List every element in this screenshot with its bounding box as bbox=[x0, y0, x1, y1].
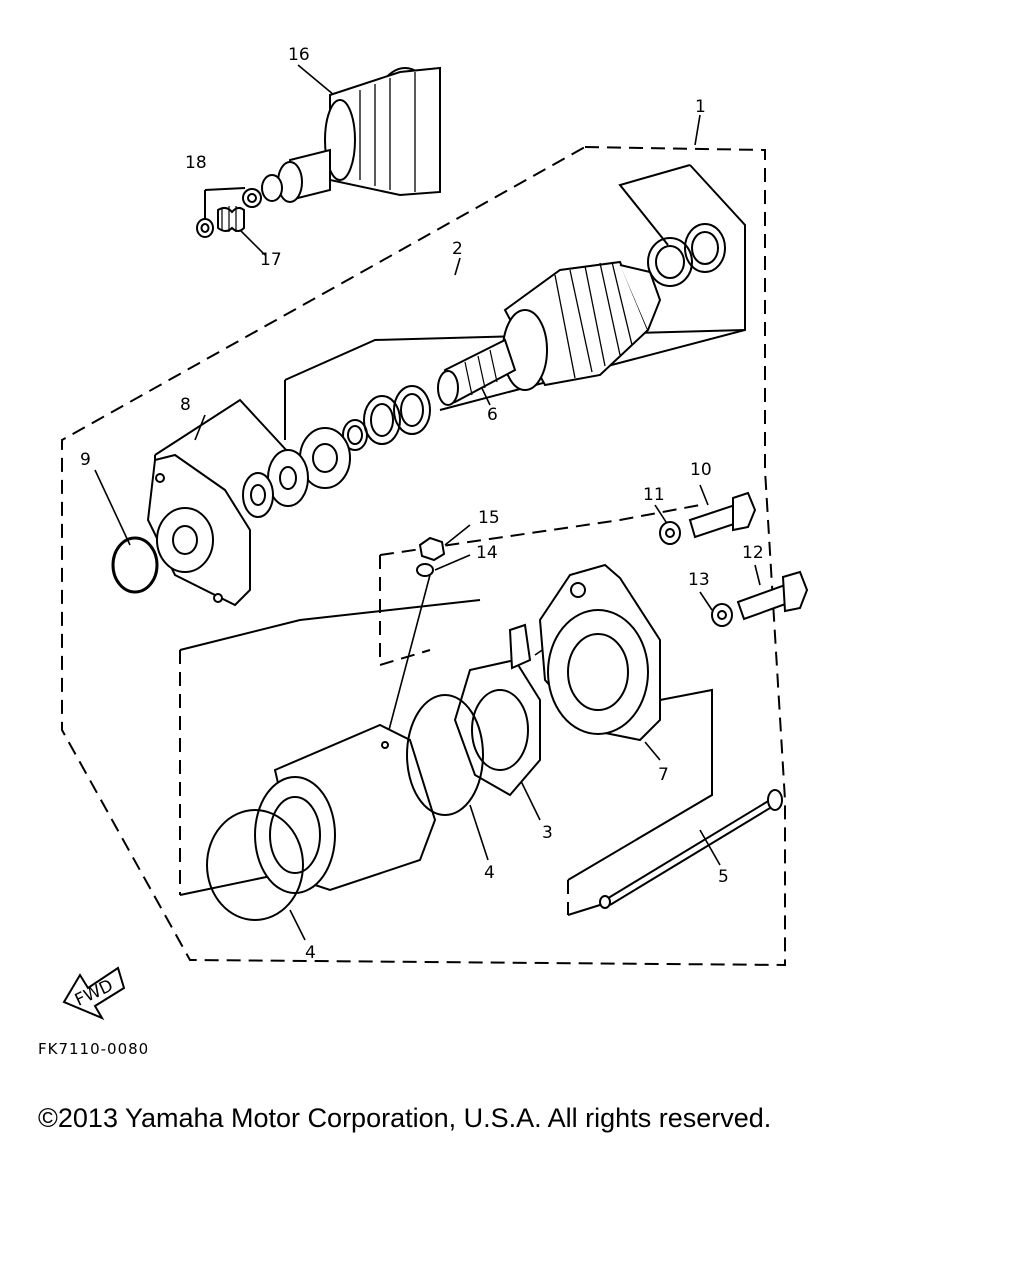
assembly-boundary bbox=[61, 146, 786, 967]
callout-1: 1 bbox=[695, 97, 706, 117]
callout-16: 16 bbox=[288, 45, 310, 65]
spring-and-washers-17-18 bbox=[196, 188, 262, 238]
callout-5: 5 bbox=[718, 867, 729, 887]
through-bolt-part-5 bbox=[599, 789, 783, 909]
bearings-part-8 bbox=[242, 427, 351, 518]
callout-11: 11 bbox=[643, 485, 665, 505]
copyright-notice: ©2013 Yamaha Motor Corporation, U.S.A. A… bbox=[38, 1103, 772, 1133]
callout-7: 7 bbox=[658, 765, 669, 785]
callout-6: 6 bbox=[487, 405, 498, 425]
callout-3: 3 bbox=[542, 823, 553, 843]
callout-4-upper: 4 bbox=[484, 863, 495, 883]
armature-part-2 bbox=[437, 260, 662, 406]
front-cover-and-o-ring-9 bbox=[111, 453, 251, 607]
fwd-arrow-icon: FWD bbox=[62, 966, 126, 1021]
callout-17: 17 bbox=[260, 250, 282, 270]
drawing-code: FK7110-0080 bbox=[38, 1040, 150, 1058]
shim-rings bbox=[342, 223, 726, 451]
nut-and-washer-14-15 bbox=[416, 536, 446, 577]
callout-4-lower: 4 bbox=[305, 943, 316, 963]
callout-15: 15 bbox=[478, 508, 500, 528]
callout-9: 9 bbox=[80, 450, 91, 470]
callout-12: 12 bbox=[742, 543, 764, 563]
callout-14: 14 bbox=[476, 543, 498, 563]
callout-13: 13 bbox=[688, 570, 710, 590]
bolts-and-washers-10-13 bbox=[659, 491, 809, 627]
callout-2: 2 bbox=[452, 239, 463, 259]
rear-cover-part-7 bbox=[538, 563, 661, 742]
starter-motor-exploded-diagram: FWD 16 1 18 17 2 6 8 9 10 11 15 14 12 13… bbox=[61, 45, 809, 1021]
brush-holder-part-3 bbox=[453, 623, 541, 797]
callout-8: 8 bbox=[180, 395, 191, 415]
callout-18: 18 bbox=[185, 153, 207, 173]
callout-labels: 16 1 18 17 2 6 8 9 10 11 15 14 12 13 7 3… bbox=[80, 45, 764, 963]
o-rings-part-4 bbox=[206, 694, 484, 921]
callout-10: 10 bbox=[690, 460, 712, 480]
starter-drive-part-16 bbox=[261, 66, 441, 203]
